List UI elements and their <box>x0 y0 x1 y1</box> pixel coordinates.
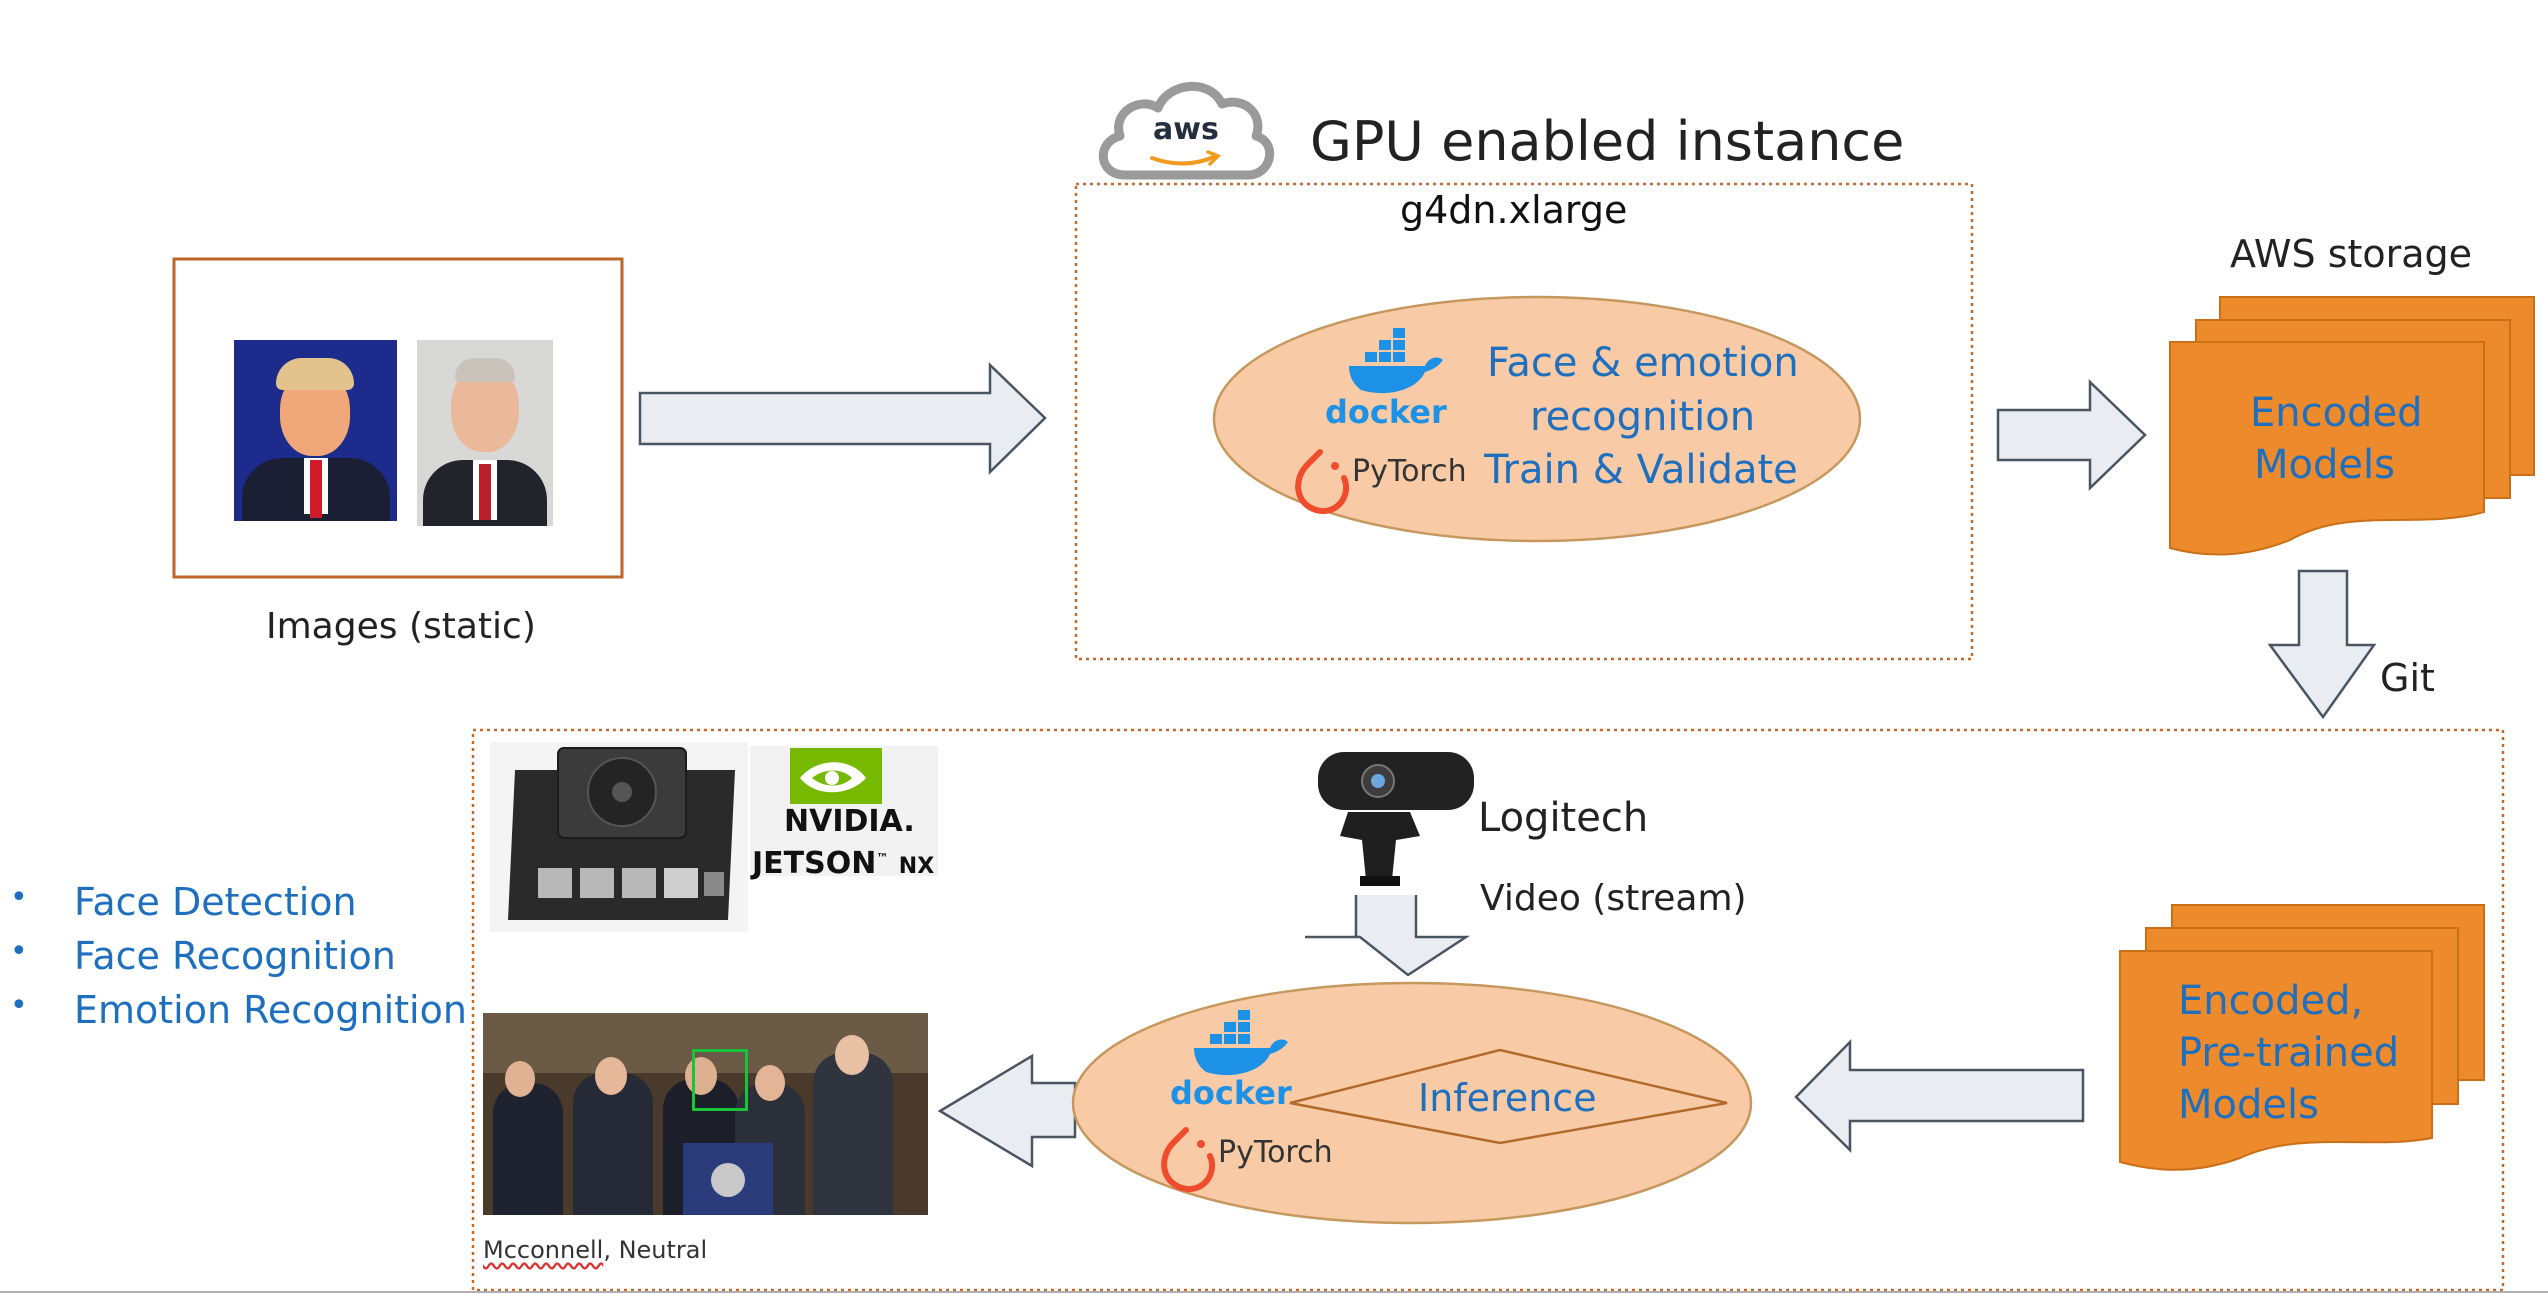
nvidia-brand-text: NVIDIA. <box>784 804 915 839</box>
feature-bullet-3: • <box>10 988 28 1023</box>
storage-line-1: Encoded <box>2250 390 2423 436</box>
mcconnell-portrait-image <box>417 340 553 526</box>
feature-bullet-1: • <box>10 880 28 915</box>
pytorch-flame-icon-inference <box>1161 1127 1215 1193</box>
gpu-instance-container <box>1074 182 1974 661</box>
aws-logo-text: aws <box>1153 112 1219 147</box>
arrow-storage-down-git <box>2267 569 2377 720</box>
pretrained-doc-stack <box>2119 904 2485 1171</box>
pretrained-line-1: Encoded, <box>2178 978 2364 1024</box>
aws-storage-doc-stack <box>2169 296 2535 556</box>
inference-label: Inference <box>1418 1076 1597 1120</box>
camera-name-label: Logitech <box>1478 795 1649 841</box>
aws-cloud-icon <box>1098 82 1275 180</box>
jetson-tm: ™ <box>876 851 889 865</box>
training-pytorch-label: PyTorch <box>1352 454 1467 489</box>
result-caption-name: Mcconnell <box>483 1236 604 1264</box>
feature-bullet-2: • <box>10 934 28 969</box>
aws-storage-title: AWS storage <box>2230 232 2473 276</box>
arrow-camera-down <box>1305 891 1471 977</box>
pretrained-line-2: Pre-trained <box>2178 1030 2400 1076</box>
jetson-name: JETSON <box>752 846 877 881</box>
arrow-training-to-storage <box>1996 379 2147 491</box>
inference-pytorch-label: PyTorch <box>1218 1135 1333 1170</box>
face-detection-box <box>692 1049 748 1111</box>
storage-line-2: Models <box>2254 442 2395 488</box>
gpu-instance-title: GPU enabled instance <box>1310 110 1905 173</box>
feature-item-emotion-recognition: Emotion Recognition <box>74 988 467 1032</box>
pretrained-line-3: Models <box>2178 1082 2319 1128</box>
inference-result-photo <box>483 1013 928 1215</box>
inference-diamond <box>1289 1048 1728 1145</box>
arrow-inference-to-result <box>937 1053 1077 1169</box>
result-caption-emotion: , Neutral <box>603 1236 708 1264</box>
jetson-product-text: JETSON™ NX <box>752 846 934 881</box>
result-caption: Mcconnell, Neutral <box>483 1236 707 1264</box>
feature-item-face-detection: Face Detection <box>74 880 357 924</box>
jetson-board-image <box>490 742 748 932</box>
training-docker-label: docker <box>1325 393 1447 431</box>
training-line-2: recognition <box>1530 394 1756 440</box>
nvidia-logo-icon <box>750 746 938 876</box>
trump-portrait-image <box>234 340 397 521</box>
jetson-suffix: NX <box>898 854 935 879</box>
feature-item-face-recognition: Face Recognition <box>74 934 396 978</box>
git-label: Git <box>2380 656 2435 700</box>
arrow-images-to-training <box>638 362 1047 475</box>
docker-whale-icon-training <box>1349 328 1443 394</box>
input-images-caption: Images (static) <box>266 606 536 647</box>
edge-device-container <box>471 728 2505 1292</box>
webcam-image <box>1314 745 1474 895</box>
training-line-3: Train & Validate <box>1484 447 1798 493</box>
pytorch-flame-icon-training <box>1295 449 1349 515</box>
training-line-1: Face & emotion <box>1487 340 1799 386</box>
instance-type-label: g4dn.xlarge <box>1400 188 1628 232</box>
video-stream-label: Video (stream) <box>1480 878 1747 919</box>
arrow-models-to-inference <box>1794 1038 2085 1153</box>
docker-whale-icon-inference <box>1194 1010 1288 1076</box>
inference-docker-label: docker <box>1170 1074 1292 1112</box>
